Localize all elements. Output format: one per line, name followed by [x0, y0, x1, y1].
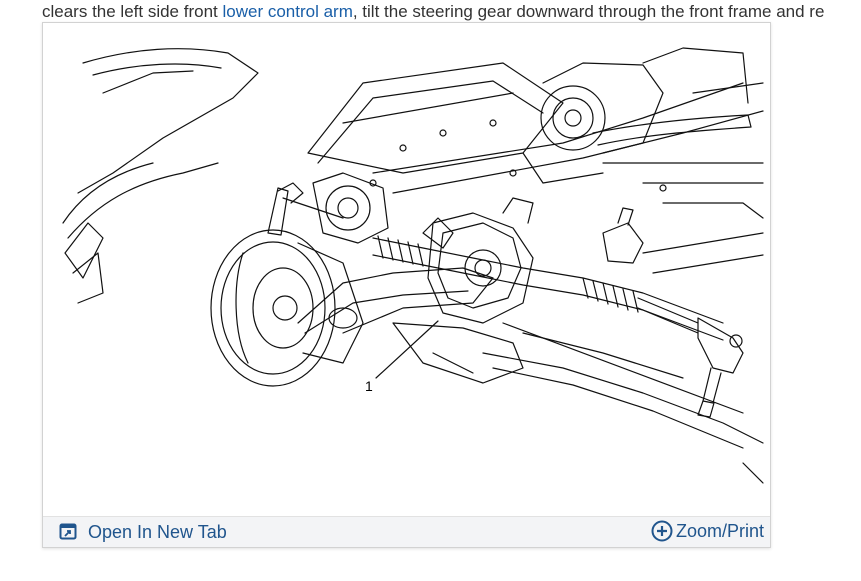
intro-text-after: , tilt the steering gear downward throug…: [352, 2, 825, 21]
intro-text-before: clears the left side front: [42, 2, 223, 21]
open-in-new-tab-button[interactable]: Open In New Tab: [59, 521, 227, 543]
figure-card: 1 Open In New Tab Zoom/Print: [42, 22, 771, 548]
open-in-new-tab-label: Open In New Tab: [88, 522, 227, 542]
lower-control-arm-link[interactable]: lower control arm: [222, 2, 353, 21]
callout-1: 1: [365, 378, 373, 394]
steering-gear-illustration[interactable]: 1: [43, 23, 770, 517]
intro-paragraph: clears the left side front lower control…: [42, 2, 861, 22]
zoom-print-label: Zoom/Print: [675, 521, 764, 541]
open-external-icon: [59, 523, 77, 540]
figure-toolbar: Open In New Tab Zoom/Print: [43, 516, 770, 547]
zoom-print-button[interactable]: Zoom/Print: [651, 520, 764, 542]
zoom-plus-icon: [651, 520, 673, 542]
